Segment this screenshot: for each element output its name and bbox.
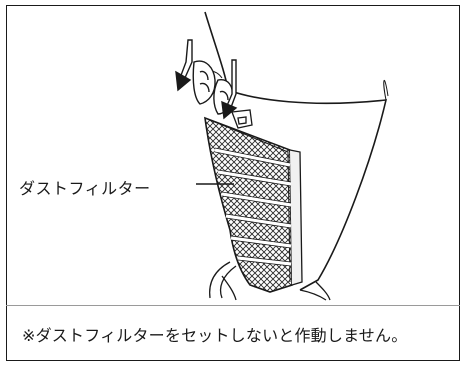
hand-left xyxy=(192,60,216,105)
caption-note: ※ダストフィルターをセットしないと作動しません。 xyxy=(22,326,408,345)
insert-arrow-left xyxy=(175,39,193,92)
dust-filter xyxy=(204,116,303,293)
caption-divider xyxy=(6,305,460,306)
filter-latch xyxy=(231,109,253,129)
insert-arrow-right xyxy=(221,59,238,120)
dust-filter-label: ダストフィルター xyxy=(19,179,151,198)
power-cord xyxy=(209,261,331,301)
